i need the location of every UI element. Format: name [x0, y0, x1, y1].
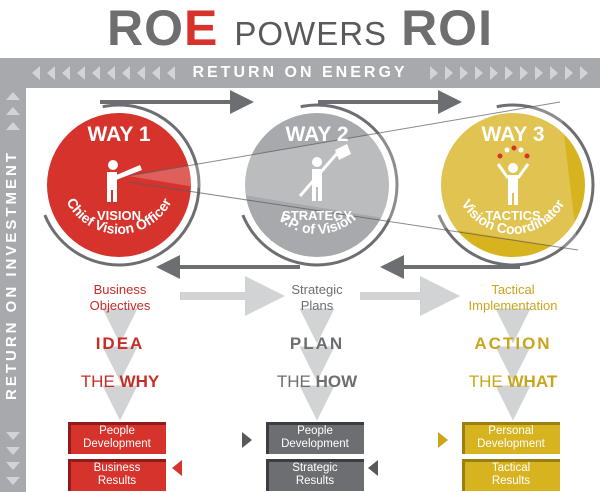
- column3-the: THE: [468, 372, 503, 391]
- column3-the-line: THE WHAT: [443, 372, 583, 392]
- return-on-energy-label: RETURN ON ENERGY: [0, 58, 600, 88]
- circle-rings: [37, 103, 595, 267]
- way2-name: STRATEGY: [282, 208, 352, 223]
- page-title: ROE POWERS ROI: [0, 0, 600, 56]
- title-e-letter: E: [184, 0, 219, 56]
- juggler-person-icon: [496, 145, 530, 205]
- way1-circle: [47, 113, 191, 257]
- title-roe: ROE: [107, 0, 219, 56]
- column-down-arrows: [102, 308, 531, 421]
- column1-keyword: IDEA: [95, 334, 145, 353]
- column3-heading-line1: Tactical: [491, 282, 535, 297]
- left-bar-chevrons: [6, 92, 20, 485]
- way1-label: WAY 1: [87, 123, 150, 146]
- column1-why: WHY: [119, 372, 160, 391]
- telescope-person-icon: [107, 160, 142, 202]
- top-bar-chevrons: [32, 66, 588, 80]
- column3-heading-line2: Implementation: [468, 298, 558, 313]
- column1-heading-line2: Objectives: [89, 298, 151, 313]
- vision-beam-edge: [127, 101, 579, 251]
- column2-heading-line1: Strategic: [291, 282, 343, 297]
- column2-keyword: PLAN: [289, 334, 345, 353]
- return-on-investment-label: RETURN ON INVESTMENT: [0, 58, 25, 492]
- column3-keyword: ACTION: [474, 334, 552, 353]
- box-flow-arrows: [172, 432, 456, 476]
- column1-heading-line1: Business: [93, 282, 147, 297]
- title-powers: POWERS: [234, 15, 388, 52]
- column1-the: THE: [80, 372, 115, 391]
- column2-heading: Strategic Plans: [257, 282, 377, 314]
- column2-how: HOW: [315, 372, 358, 391]
- column2-the: THE: [276, 372, 311, 391]
- flag-person-icon: [298, 144, 351, 201]
- column3-what: WHAT: [507, 372, 558, 391]
- way3-label: WAY 3: [481, 123, 544, 146]
- column3-heading: Tactical Implementation: [448, 282, 578, 314]
- column1-heading: Business Objectives: [60, 282, 180, 314]
- column1-the-line: THE WHY: [50, 372, 190, 392]
- way1-name: VISION: [97, 208, 141, 223]
- title-roi: ROI: [401, 0, 493, 56]
- way3-name: TACTICS: [485, 208, 541, 223]
- column2-heading-line2: Plans: [300, 298, 334, 313]
- way2-label: WAY 2: [285, 123, 348, 146]
- column2-the-line: THE HOW: [247, 372, 387, 392]
- vision-beam: [128, 102, 578, 250]
